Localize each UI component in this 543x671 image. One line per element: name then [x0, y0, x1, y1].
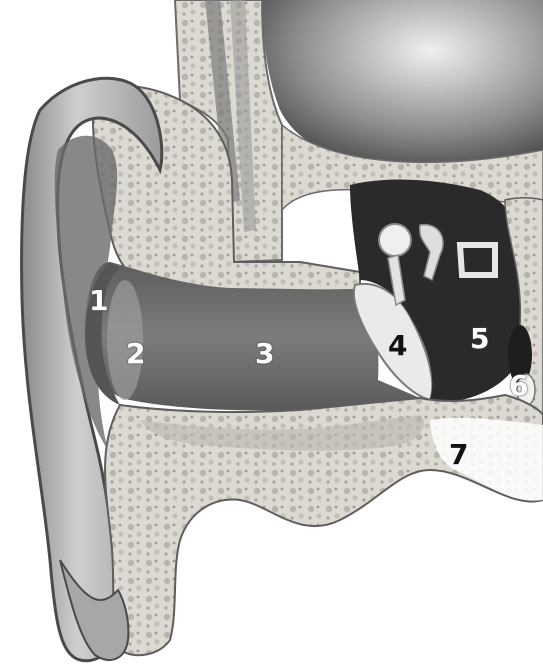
label-7: 7 [449, 441, 468, 469]
label-3: 3 [255, 340, 274, 368]
label-1: 1 [89, 287, 108, 315]
label-6: 6 [509, 372, 528, 400]
label-2: 2 [126, 340, 145, 368]
label-4: 4 [388, 332, 407, 360]
label-5: 5 [470, 325, 489, 353]
